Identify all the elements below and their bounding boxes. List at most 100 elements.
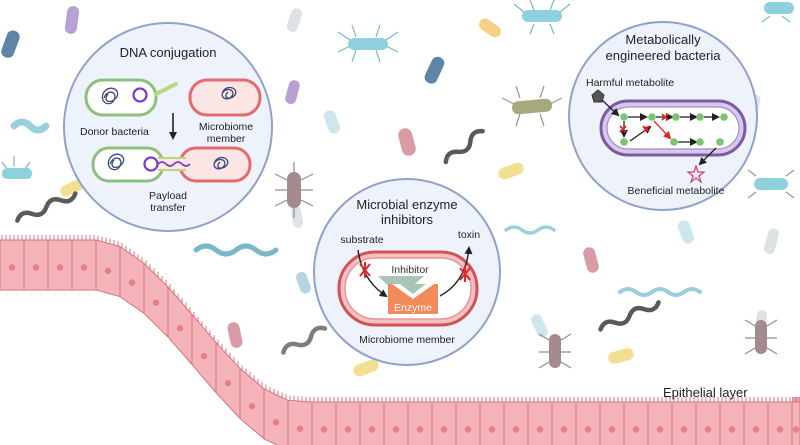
enzyme-label: Enzyme [394,302,432,314]
microvilli [193,311,215,341]
beneficial-metabolite-label: Beneficial metabolite [628,185,725,197]
metabolite-dot [648,113,656,121]
bg-spirillum [281,325,328,355]
bg-rod [353,359,379,377]
cell-nucleus [200,352,208,360]
panel-title-line2: inhibitors [381,212,434,227]
metabolic-pathway [601,99,728,166]
bg-spirillum [618,287,702,297]
microvilli [169,284,191,313]
cell-nucleus [440,426,448,433]
cell-nucleus [80,264,88,271]
bg-spirillum [15,191,78,223]
microvilli [481,397,503,402]
metabolite-dot [620,138,628,146]
microvilli [769,397,791,402]
epithelial-cell [359,401,385,445]
bg-flagellated-bacterium [747,169,795,199]
bg-flagellated-bacterium [274,162,314,218]
epithelial-cell [743,401,769,445]
bg-rod [64,6,80,34]
epithelial-cell [335,401,361,445]
microvilli [1,235,23,240]
payload-label-line1: Payload [149,190,187,202]
bg-rod [763,228,780,254]
microvilli [649,397,671,402]
panel-engineered-bacteria: Metabolically engineered bacteria Harmfu… [568,21,758,211]
cell-nucleus [584,426,592,433]
microvilli [289,395,311,402]
microvilli [121,243,143,262]
metabolite-dot [720,113,728,121]
bg-rod [608,348,634,364]
microvilli [745,397,767,402]
microvilli [241,365,263,388]
epithelial-cell [263,387,289,445]
epithelial-cell [287,399,313,445]
block-mark [642,125,650,133]
cell-nucleus [104,267,112,275]
epithelial-cell [695,401,721,445]
epithelial-cell [455,401,481,445]
bg-rod [290,206,304,228]
metabolite-dot [672,113,680,121]
metabolite-dot [716,138,724,146]
panel-enzyme-inhibitors: Microbial enzyme inhibitors Inhibitor En… [313,178,501,366]
epithelial-cell [623,401,649,445]
bg-rod [285,80,300,105]
microvilli [505,397,527,402]
microvilli [313,397,335,402]
epithelial-cell [719,401,745,445]
chromosome-dna [101,87,119,105]
payload-label-line2: transfer [150,202,186,214]
cell-nucleus [680,426,688,433]
cell-nucleus [608,426,616,433]
cell-nucleus [128,279,136,286]
epithelial-cell [791,401,800,445]
cell-nucleus [368,426,376,433]
bg-spirillum [504,225,556,235]
bg-rod [60,178,86,197]
donor-bacterium [84,78,178,117]
microvilli [385,397,407,402]
cell-nucleus [776,426,784,433]
microvilli [553,397,575,402]
microvilli [145,260,167,285]
bg-rod [498,162,524,180]
epithelial-cell [383,401,409,445]
epithelial-cell [479,401,505,445]
microvilli [529,397,551,402]
microvilli [265,384,287,400]
metabolite-dot [696,138,704,146]
conjugating-pair [91,146,252,183]
bg-rod [583,247,599,273]
bg-flagellated-bacterium [538,333,572,369]
block-mark [359,262,371,278]
epithelial-cell [503,401,529,445]
epithelial-cell [431,401,457,445]
cell-nucleus [32,264,40,271]
microvilli [361,397,383,402]
bg-spirillum [598,300,661,332]
cell-nucleus [752,426,760,433]
cell-nucleus [488,426,496,433]
harmful-metabolite-icon [591,89,605,103]
panel-title-line1: Metabolically [625,32,701,47]
microvilli [49,235,71,240]
bg-rod [295,272,311,294]
bg-rod [531,314,548,338]
cell-nucleus [224,379,232,387]
pilus [154,82,178,96]
cell-nucleus [728,426,736,433]
cell-nucleus [536,426,544,433]
cell-nucleus [416,426,424,433]
bg-rod [286,8,303,32]
cell-nucleus [464,426,472,433]
beneficial-metabolite-icon [686,164,706,184]
epithelial-cell [599,401,625,445]
microvilli [337,397,359,402]
metabolite-dot [670,138,678,146]
epithelial-cell [575,401,601,445]
cell-nucleus [56,264,64,271]
